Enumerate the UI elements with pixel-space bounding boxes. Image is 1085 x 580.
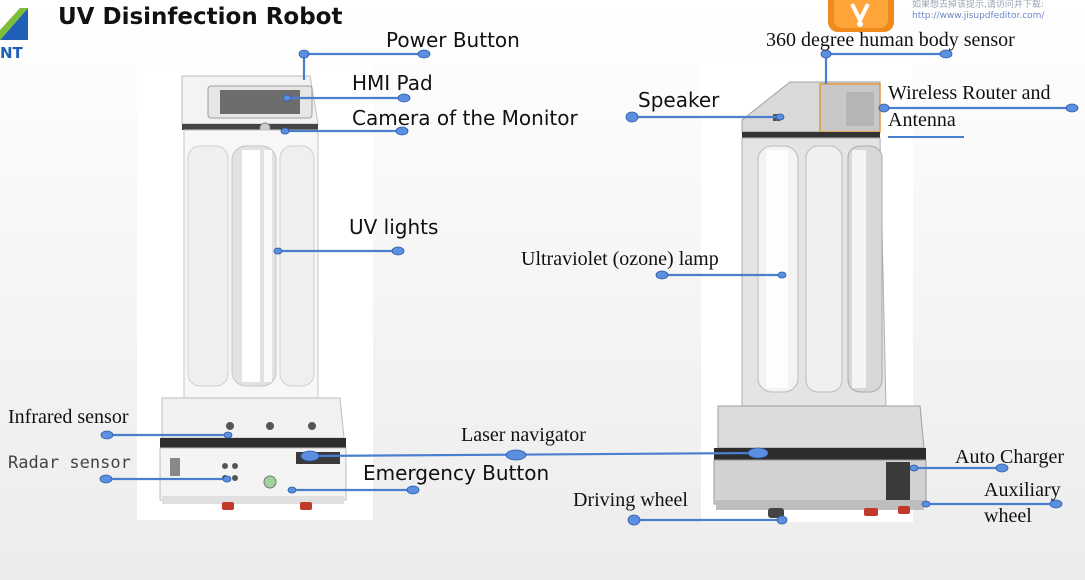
watermark-logo-icon: [828, 0, 894, 32]
label-emergency-button: Emergency Button: [363, 461, 550, 485]
label-radar-sensor: Radar sensor: [8, 453, 131, 473]
label-auto-charger: Auto Charger: [955, 446, 1065, 468]
label-auxiliary-line2: wheel: [984, 505, 1032, 527]
company-logo: NT: [0, 8, 28, 62]
label-power-button: Power Button: [386, 28, 520, 52]
leader-dots: [99, 49, 1079, 526]
label-uv-lights: UV lights: [349, 215, 439, 239]
svg-text:NT: NT: [0, 44, 24, 62]
label-camera: Camera of the Monitor: [352, 106, 578, 130]
label-router-line1: Wireless Router and: [888, 82, 1051, 104]
label-infrared-sensor: Infrared sensor: [8, 406, 129, 428]
page-title: UV Disinfection Robot: [58, 4, 343, 30]
watermark-url: http://www.jisupdfeditor.com/: [912, 11, 1045, 21]
label-router-line2: Antenna: [888, 109, 956, 131]
leader-lines: [106, 52, 1072, 522]
label-driving-wheel: Driving wheel: [573, 489, 688, 511]
label-auxiliary-line1: Auxiliary: [984, 479, 1061, 501]
label-laser-navigator: Laser navigator: [461, 424, 586, 446]
label-body-sensor: 360 degree human body sensor: [766, 29, 1015, 51]
watermark-line: 如果想去掉该提示,请访问并下载:: [912, 0, 1044, 10]
label-hmi-pad: HMI Pad: [352, 71, 433, 95]
label-ozone-lamp: Ultraviolet (ozone) lamp: [521, 248, 719, 270]
label-speaker: Speaker: [638, 88, 720, 112]
left-robot: [159, 75, 347, 510]
right-robot: ▦: [713, 81, 927, 518]
watermark-text: 如果想去掉该提示,请访问并下载: http://www.jisupdfedito…: [912, 0, 1044, 22]
